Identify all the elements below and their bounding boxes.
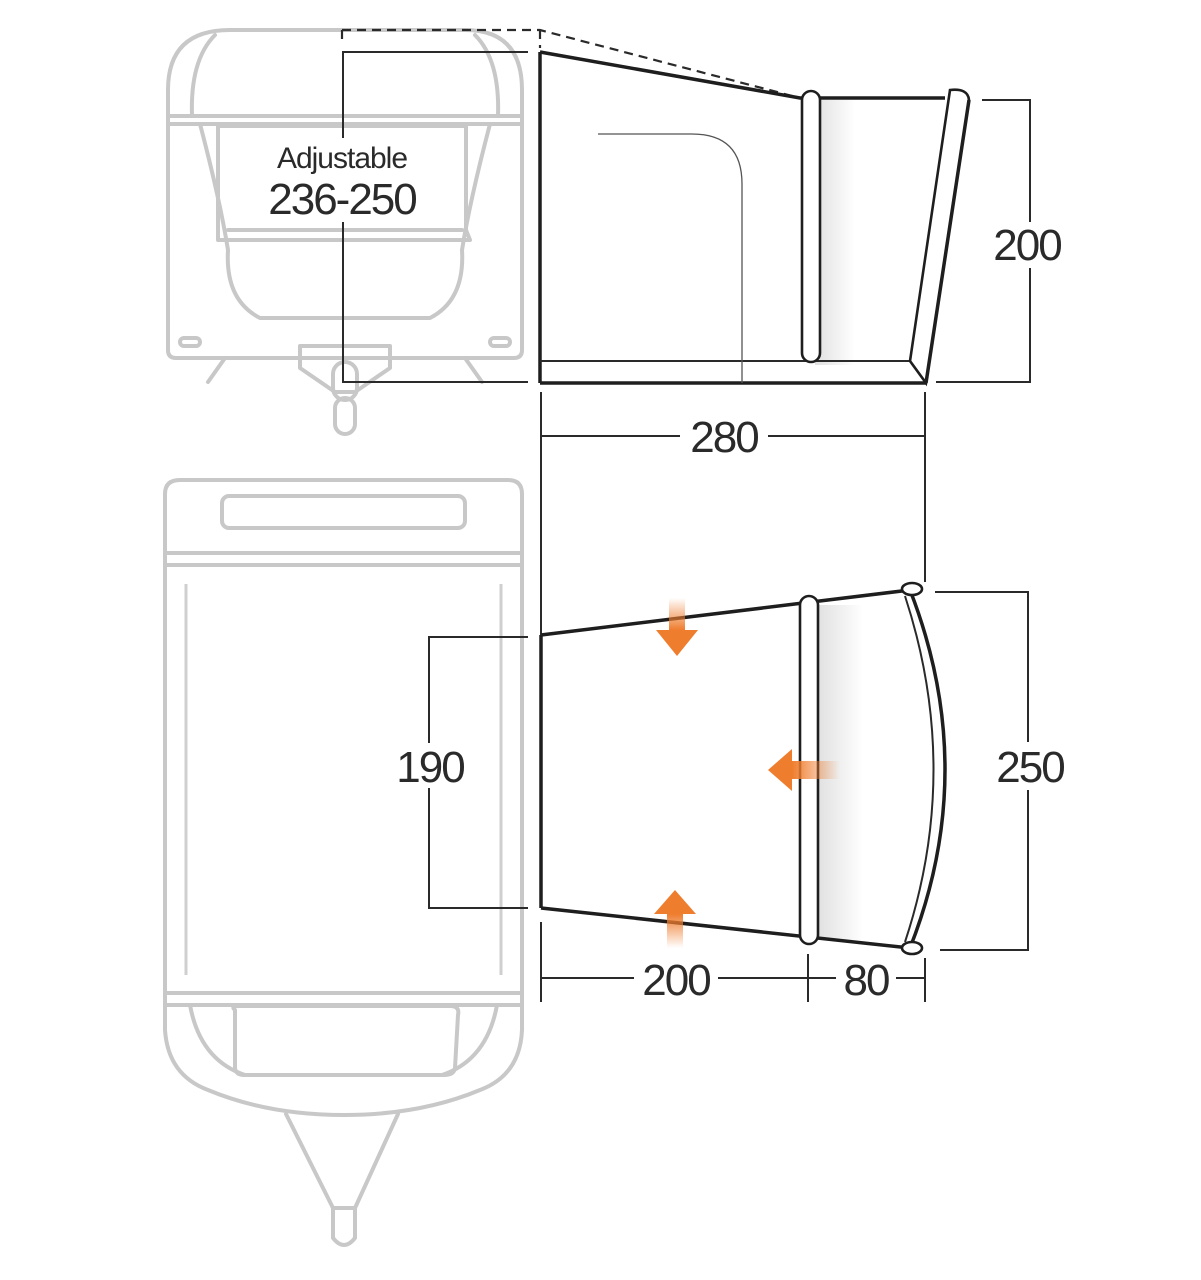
awning-plan-view [539, 581, 947, 956]
height-label-range: 236-250 [268, 175, 416, 224]
rear-width-label: 190 [396, 743, 464, 792]
height-label-adjustable: Adjustable [277, 142, 407, 175]
annex-height-label: 200 [993, 221, 1061, 270]
total-depth-label: 280 [690, 413, 758, 462]
caravan-plan-view [163, 478, 524, 1247]
main-depth-label: 200 [642, 956, 710, 1005]
caravan-front-view [166, 28, 524, 436]
arrow-up-icon [654, 890, 696, 948]
entrance-arrows [654, 598, 840, 948]
side-pole-front [908, 88, 971, 387]
front-width-label: 250 [996, 743, 1064, 792]
rear-width-dimension: 190 [396, 636, 528, 909]
annex-height-dimension: 200 [936, 99, 1063, 383]
side-pole-middle [800, 89, 822, 364]
arrow-left-icon [768, 749, 840, 791]
arrow-down-icon [656, 598, 698, 656]
front-width-dimension: 250 [935, 591, 1066, 951]
porch-depth-label: 80 [844, 956, 889, 1005]
caravan-height-dimension: Adjustable 236-250 [268, 28, 801, 383]
depth-dimensions: 200 80 [540, 922, 926, 1005]
awning-side-view [538, 50, 971, 387]
total-depth-dimension: 280 [540, 392, 926, 635]
